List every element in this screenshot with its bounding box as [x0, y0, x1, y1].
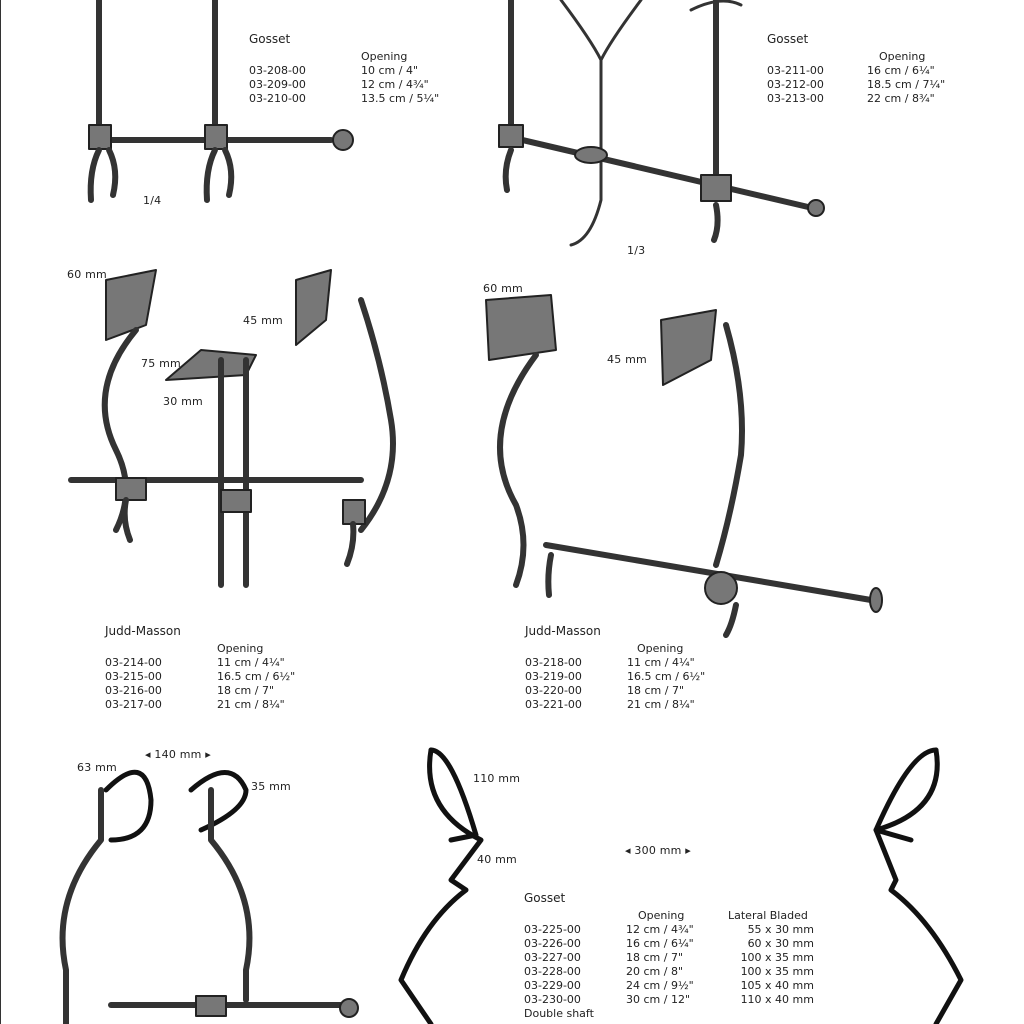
dimension-label: ◂ 140 mm ▸: [145, 748, 211, 761]
dimension-label: 60 mm: [67, 268, 107, 281]
column-header: Opening: [879, 50, 926, 63]
scale-label: 1/4: [143, 194, 162, 207]
column-header: Lateral Bladed: [728, 909, 808, 922]
dimension-label: 75 mm: [141, 357, 181, 370]
gosset-retractor-image-2: [498, 0, 825, 247]
gosset-wire-retractor-image: [59, 769, 359, 1024]
gosset-large-wire-retractor-image: [398, 747, 964, 1024]
dimension-label: 40 mm: [477, 853, 517, 866]
column-header: Opening: [361, 50, 408, 63]
product-note: Double shaft: [524, 1007, 594, 1020]
judd-masson-retractor-image-1: [68, 269, 396, 588]
column-header: Opening: [638, 909, 685, 922]
dimension-label: 30 mm: [163, 395, 203, 408]
product-name: Gosset: [249, 32, 291, 46]
dimension-label: 60 mm: [483, 282, 523, 295]
column-header: Opening: [217, 642, 264, 655]
product-name: Gosset: [767, 32, 809, 46]
product-name: Gosset: [524, 891, 566, 905]
scale-label: 1/3: [627, 244, 646, 257]
product-name: Judd-Masson: [525, 624, 601, 638]
gosset-retractor-image-1: [87, 0, 354, 203]
dimension-label: 63 mm: [77, 761, 117, 774]
dimension-label: 110 mm: [473, 772, 521, 785]
dimension-label: 45 mm: [243, 314, 283, 327]
column-header: Opening: [637, 642, 684, 655]
dimension-label: 45 mm: [607, 353, 647, 366]
judd-masson-retractor-image-2: [485, 294, 883, 638]
dimension-label: ◂ 300 mm ▸: [625, 844, 691, 857]
product-name: Judd-Masson: [105, 624, 181, 638]
dimension-label: 35 mm: [251, 780, 291, 793]
